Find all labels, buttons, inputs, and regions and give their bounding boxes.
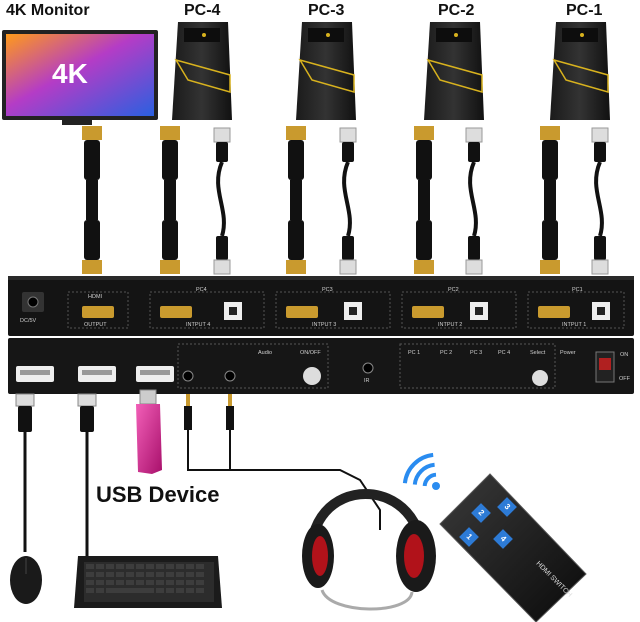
pc-label: PC-4	[184, 2, 221, 19]
port-group-input: INTPUT 2	[438, 322, 463, 328]
pc-label: PC-3	[308, 2, 345, 19]
pc-indicator-label: PC 3	[470, 350, 483, 356]
monitor-label: 4K Monitor	[6, 2, 90, 19]
pc-tower	[550, 22, 610, 120]
wireless-signal-icon	[402, 452, 440, 490]
keyboard	[74, 556, 222, 608]
pc-tower	[296, 22, 356, 120]
keyboard-cable	[77, 393, 97, 556]
port-group-input: INTPUT 4	[186, 322, 211, 328]
usb-cable	[465, 127, 483, 275]
pc-indicator-label: PC 2	[440, 350, 453, 356]
port-group-title: PC2	[448, 287, 459, 293]
switch-off-label: OFF	[619, 376, 630, 382]
switch-on-label: ON	[620, 352, 629, 358]
pc-tower	[172, 22, 232, 120]
usb-device-label: USB Device	[96, 482, 220, 507]
port-group-input: INTPUT 3	[312, 322, 337, 328]
hdmi-cable	[82, 126, 102, 274]
audio-label: Audio	[258, 350, 273, 356]
hdmi-cable	[540, 126, 560, 274]
audio-cable	[184, 394, 381, 530]
usb-stick	[136, 389, 162, 474]
monitor	[2, 30, 158, 125]
port-group-title: PC1	[572, 287, 583, 293]
port-group-input: INTPUT 1	[562, 322, 587, 328]
usb-cable	[591, 127, 609, 275]
hdmi-cable	[286, 126, 306, 274]
hdmi-cable	[414, 126, 434, 274]
onoff-label: ON/OFF	[300, 350, 321, 356]
port-group-title: PC3	[322, 287, 333, 293]
pc-label: PC-1	[566, 2, 603, 19]
select-label: Select	[530, 350, 546, 356]
pc-label: PC-2	[438, 2, 475, 19]
mouse-cable	[15, 393, 35, 552]
monitor-screen-text: 4K	[52, 58, 88, 89]
port-group-title: PC4	[196, 287, 207, 293]
usb-cable	[339, 127, 357, 275]
pc-indicator-label: PC 1	[408, 350, 421, 356]
pc-indicator-label: PC 4	[498, 350, 511, 356]
power-port-label: DC/5V	[20, 318, 37, 324]
output-port-label: OUTPUT	[84, 322, 107, 328]
ir-label: IR	[364, 378, 370, 384]
usb-cable	[213, 127, 231, 275]
remote-control	[439, 473, 587, 622]
kvm-control-panel	[8, 338, 634, 394]
mouse	[10, 556, 42, 604]
pc-tower	[424, 22, 484, 120]
kvm-input-panel	[8, 276, 634, 336]
hdmi-cable	[160, 126, 180, 274]
power-indicator-label: Power	[560, 350, 576, 356]
hdmi-port-label: HDMI	[88, 294, 103, 300]
headphones	[302, 489, 436, 611]
